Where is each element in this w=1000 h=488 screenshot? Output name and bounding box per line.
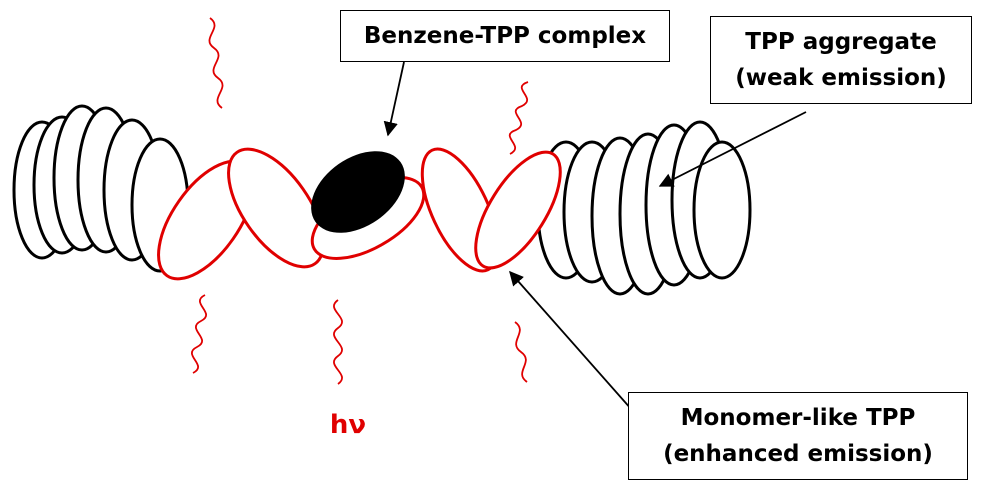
benzene-tpp-complex — [310, 151, 426, 260]
tpp-aggregate-label: TPP aggregate (weak emission) — [710, 16, 972, 104]
monomer-tpp-label: Monomer-like TPP (enhanced emission) — [628, 392, 968, 480]
photon-label: hν — [329, 410, 367, 440]
emission-wave — [208, 17, 224, 109]
right-aggregate-stack — [536, 120, 752, 296]
emission-wave — [191, 294, 207, 374]
tpp-aggregate-title: TPP aggregate — [745, 29, 937, 55]
aggregate-disc — [692, 140, 752, 280]
monomer-discs — [157, 147, 562, 281]
monomer-tpp-title: Monomer-like TPP — [680, 405, 916, 431]
benzene-complex-text: Benzene-TPP complex — [363, 23, 647, 49]
emission-waves — [191, 17, 529, 385]
emission-wave — [333, 299, 343, 385]
monomer-arrow — [509, 270, 633, 411]
benzene-complex-label: Benzene-TPP complex — [340, 10, 670, 62]
aggregate-arrow — [658, 111, 807, 187]
monomer-disc — [227, 147, 325, 269]
tpp-aggregate-subtitle: (weak emission) — [735, 65, 947, 91]
emission-wave — [508, 81, 529, 155]
benzene-disc — [311, 151, 405, 233]
benzene-arrow — [383, 61, 405, 137]
monomer-tpp-subtitle: (enhanced emission) — [663, 441, 933, 467]
callout-arrows — [383, 61, 807, 411]
monomer-disc — [474, 150, 562, 270]
emission-wave — [514, 321, 528, 383]
